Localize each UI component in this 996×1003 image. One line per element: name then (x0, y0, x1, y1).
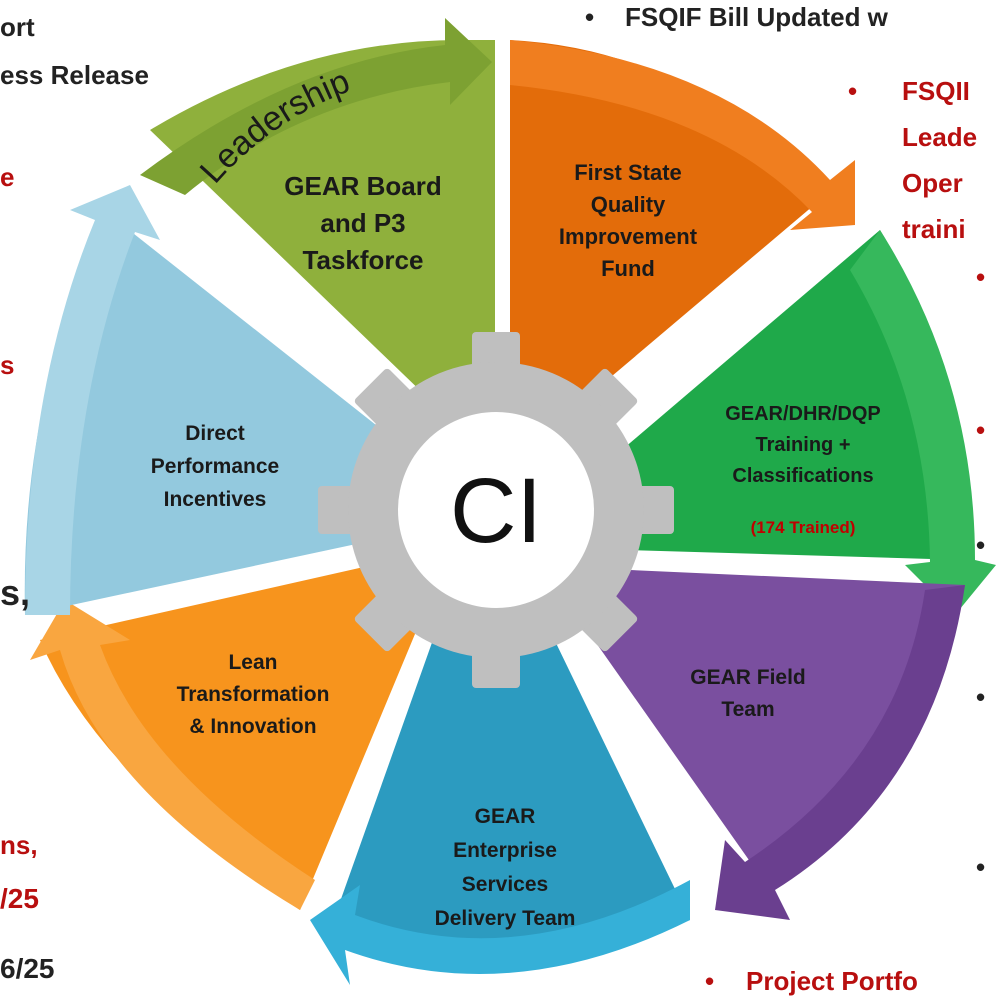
svg-text:Taskforce: Taskforce (303, 245, 424, 275)
right-fragment-fsqi: FSQII (902, 76, 970, 106)
svg-text:GEAR/DHR/DQP: GEAR/DHR/DQP (725, 403, 881, 425)
lean-segment (30, 560, 425, 910)
svg-text:Classifications: Classifications (732, 465, 873, 487)
svg-text:Fund: Fund (601, 256, 655, 281)
left-fragment-ort: ort (0, 12, 35, 42)
enterprise-segment (310, 610, 690, 985)
leadership-label: GEAR Board and P3 Taskforce (284, 171, 441, 275)
left-fragment-date-b: 6/25 (0, 953, 55, 984)
left-fragment-e: e (0, 162, 15, 192)
bullet-bill-updated (585, 2, 594, 33)
svg-text:Incentives: Incentives (164, 488, 267, 511)
svg-text:GEAR Board: GEAR Board (284, 171, 441, 201)
fsqif-segment (510, 40, 855, 420)
field-team-segment (580, 570, 965, 920)
svg-text:First State: First State (574, 160, 682, 185)
fsqif-label: First State Quality Improvement Fund (559, 160, 698, 281)
svg-text:Performance: Performance (151, 455, 279, 478)
svg-text:and P3: and P3 (320, 208, 405, 238)
svg-text:GEAR: GEAR (475, 805, 536, 828)
right-fragment-portfolio: Project Portfo (746, 966, 918, 996)
gear-hub (318, 332, 674, 688)
svg-text:Delivery Team: Delivery Team (435, 907, 576, 930)
svg-text:Transformation: Transformation (177, 683, 330, 706)
bullet-fsqi (848, 76, 857, 107)
left-fragment-ns-comma: ns, (0, 830, 38, 860)
left-fragment-press-release: ess Release (0, 60, 149, 90)
bullet-right-1 (976, 262, 985, 293)
incentives-segment (24, 185, 395, 615)
svg-text:GEAR Field: GEAR Field (690, 666, 806, 689)
right-fragment-train: traini (902, 214, 966, 244)
svg-text:Training +: Training + (755, 434, 850, 456)
svg-text:Direct: Direct (185, 422, 245, 445)
hub-label: CI (450, 460, 542, 562)
enterprise-label: GEAR Enterprise Services Delivery Team (435, 805, 576, 930)
svg-text:Enterprise: Enterprise (453, 839, 557, 862)
right-fragment-bill: FSQIF Bill Updated w (625, 2, 888, 32)
svg-text:Quality: Quality (591, 192, 666, 217)
svg-text:Improvement: Improvement (559, 224, 698, 249)
training-label: GEAR/DHR/DQP Training + Classifications (725, 403, 881, 487)
leadership-segment (140, 18, 495, 400)
field-team-label: GEAR Field Team (690, 666, 806, 721)
svg-text:Services: Services (462, 873, 548, 896)
right-fragment-lead: Leade (902, 122, 978, 152)
incentives-label: Direct Performance Incentives (151, 422, 279, 511)
training-count: (174 Trained) (751, 518, 856, 537)
svg-text:Lean: Lean (228, 651, 277, 674)
bullet-right-3 (976, 530, 985, 561)
bullet-portfolio (705, 966, 714, 997)
svg-text:Team: Team (721, 698, 774, 721)
left-fragment-date-a: /25 (0, 883, 39, 914)
bullet-right-2 (976, 415, 985, 446)
svg-text:& Innovation: & Innovation (189, 715, 316, 738)
bullet-right-5 (976, 852, 985, 883)
lean-label: Lean Transformation & Innovation (177, 651, 330, 738)
left-fragment-s: s (0, 350, 15, 380)
bullet-right-4 (976, 682, 985, 713)
training-segment (610, 230, 996, 615)
right-fragment-oper: Oper (902, 168, 963, 198)
left-fragment-s-comma: s, (0, 572, 31, 613)
